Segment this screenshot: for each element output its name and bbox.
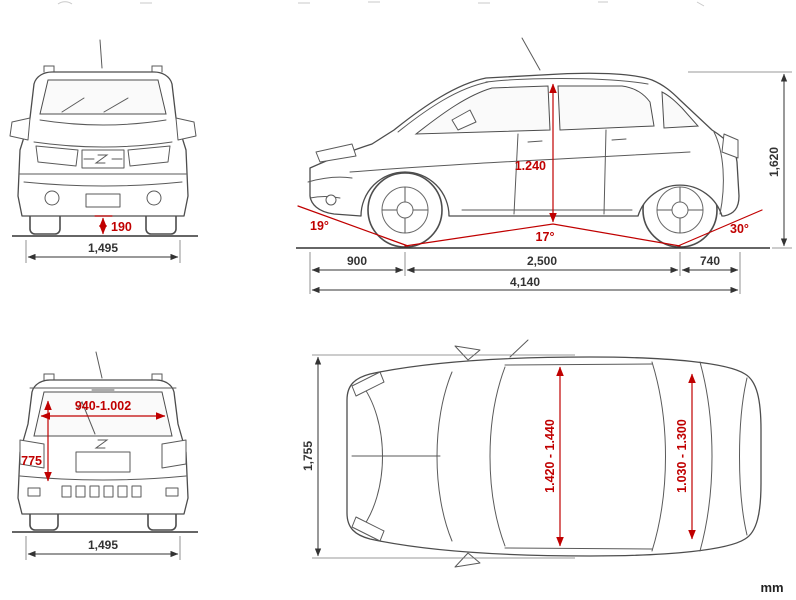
side-view: 19° 17° 30° 1.240 1,620 900 2,500 740 4,… [296,37,792,294]
mirror-top [454,345,481,361]
wipers [61,97,129,113]
dim-cabin-length-range: 1.420 - 1.440 [543,366,564,547]
rear-track-value: 1,495 [88,538,118,552]
rear-spoiler-line [739,377,748,536]
door-seams [513,129,607,215]
antenna [99,39,103,69]
bumper-lines [19,173,187,187]
cargo-length-value: 1.030 - 1.300 [675,419,689,493]
cabin-length-value: 1.420 - 1.440 [543,419,557,493]
overall-width-extension-lines [312,354,575,559]
license-plate-recess [75,451,131,473]
front-track-value: 1,495 [88,241,118,255]
front-overhang-value: 900 [347,254,367,268]
rear-wheel [642,172,718,248]
suzuki-logo [94,154,109,164]
rear-track-extension-lines [25,536,181,560]
headlights [35,145,171,167]
approach-angle-line [297,205,409,247]
windshield [39,79,167,115]
wheelbase-value: 2,500 [527,254,557,268]
side-mirrors [9,117,197,141]
fog-light-right [146,190,162,206]
hood-lines [351,381,441,532]
suzuki-logo [94,439,109,449]
windshield-roof-line [489,366,506,547]
top-body-outline [346,356,762,557]
rear-wheel-spokes [656,186,704,234]
headlight-bottom-left [351,516,385,542]
antenna [509,339,529,358]
dim-ground-clearance: 190 [94,215,132,235]
rear-overhang-value: 740 [700,254,720,268]
grille-upper-line [33,141,173,148]
overall-width-value: 1,755 [301,441,315,471]
bumper-reflectors [27,487,179,497]
dim-overall-height: 1,620 [688,71,792,249]
dim-front-track: 1,495 [25,240,181,263]
tail-lights [19,439,187,469]
rear-wiper [77,400,96,435]
roof-rails [504,363,653,550]
upper-body-width-value: 940-1.002 [75,399,131,413]
hatch-seam [713,131,724,215]
overall-height-value: 1,620 [767,147,781,177]
lower-intake [85,193,121,208]
fog-light-left [44,190,60,206]
bumper-ribs [61,485,142,498]
tail-light [721,133,739,159]
cabin-height-value: 1.240 [515,159,546,173]
departure-angle-value: 30° [730,222,749,236]
roof-inner-line [485,78,649,85]
dim-rear-track: 1,495 [25,536,181,560]
opening-height-value: 775 [21,454,42,468]
a-pillar-windshield [397,81,489,133]
body-character-line [349,151,691,173]
dim-opening-height: 775 [21,400,52,482]
dim-lengths: 900 2,500 740 4,140 [309,252,741,294]
headlight-top-left [351,371,385,397]
dim-cabin-height: 1.240 [515,83,557,223]
top-view: 1,755 1.420 - 1.440 1.030 - 1.300 [301,339,762,568]
dim-cargo-length-range: 1.030 - 1.300 [675,373,696,540]
overall-length-value: 4,140 [510,275,540,289]
roof-rails [43,65,163,73]
rear-view: 940-1.002 775 1,495 [12,351,198,560]
length-extension-lines [309,252,741,294]
antenna [95,351,103,379]
rear-window-base-line [699,361,713,552]
dim-upper-body-width: 940-1.002 [40,399,166,420]
front-bumper-lines [307,176,353,199]
hood-crease [39,119,167,126]
windshield-cowl-line [436,371,453,542]
front-view: 190 1,495 [9,39,198,263]
ramp-angle-lines [404,223,681,247]
front-wheel-spokes [381,186,429,234]
approach-angle-value: 19° [310,219,329,233]
overall-height-extension-lines [688,71,792,249]
roof-rails [43,373,163,381]
headlight [315,143,357,163]
ramp-angle-value: 17° [536,230,555,244]
door-handles [527,138,627,143]
front-track-extension-lines [25,240,181,263]
grille [81,149,125,169]
front-wheel [367,172,443,248]
fog-light [325,194,337,206]
departure-angle-line [677,209,763,247]
antenna [521,37,541,71]
top-edge-artifacts [57,1,705,7]
rear-door-window [557,85,655,131]
bumper-top-line [19,475,187,481]
quarter-window [661,91,700,129]
dim-angles: 19° 17° 30° [297,205,763,247]
rear-window-front-line [651,361,666,552]
front-door-window [414,85,551,135]
dim-overall-width: 1,755 [301,354,575,559]
ground-clearance-value: 190 [111,220,132,234]
mirror-bottom [454,552,481,568]
side-mirror [451,109,477,131]
unit-label: mm [760,580,783,595]
